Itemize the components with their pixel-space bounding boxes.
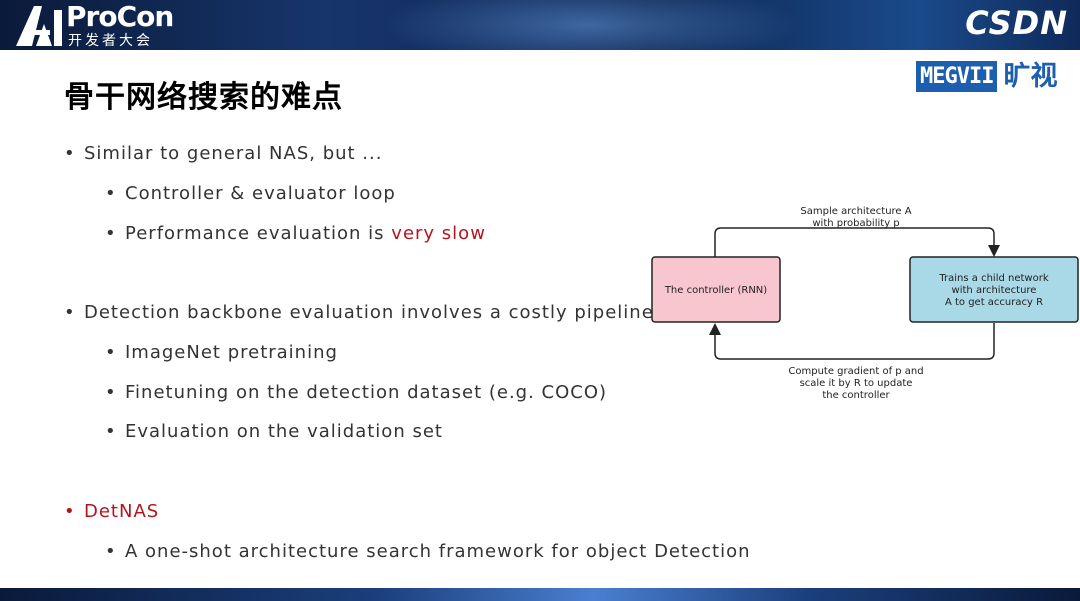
- megvii-logo-cn: 旷视: [1003, 61, 1058, 92]
- megvii-logo: MEGVII 旷视: [916, 61, 1057, 92]
- sample-arrow: [714, 227, 1000, 257]
- bullet-1-2-text: Performance evaluation is: [125, 223, 392, 244]
- bullet-dot: •: [105, 541, 117, 562]
- procon-brand-name: ProCon: [66, 0, 174, 33]
- child-label-line-2: with architecture: [952, 285, 1037, 296]
- child-label-line-3: A to get accuracy R: [945, 297, 1043, 308]
- megvii-logo-box: MEGVII: [916, 61, 998, 92]
- ai-logo-icon: [16, 6, 62, 46]
- bottom-label-line-1: Compute gradient of p and: [788, 366, 923, 377]
- nas-loop-diagram: The controller (RNN) Trains a child netw…: [651, 206, 1079, 401]
- bullet-3-1: • A one-shot architecture search framewo…: [105, 541, 751, 562]
- controller-label: The controller (RNN): [664, 285, 767, 296]
- bullet-dot: •: [64, 302, 76, 323]
- bottom-banner: [0, 588, 1080, 601]
- bullet-dot: •: [64, 501, 76, 522]
- bullet-2-2-text: Finetuning on the detection dataset (e.g…: [125, 382, 608, 403]
- bullet-1-1: • Controller & evaluator loop: [105, 183, 396, 204]
- bullet-3: • DetNAS: [64, 501, 160, 522]
- banner-glow: [380, 0, 800, 50]
- bullet-1-2: • Performance evaluation is very slow: [105, 223, 486, 244]
- bullet-1-text: Similar to general NAS, but ...: [84, 143, 383, 164]
- procon-subtitle: 开发者大会: [68, 33, 153, 49]
- bullet-dot: •: [105, 421, 117, 442]
- bottom-label-line-3: the controller: [822, 390, 890, 401]
- bullet-3-text: DetNAS: [84, 501, 160, 522]
- bullet-dot: •: [105, 223, 117, 244]
- top-label-line-2: with probability p: [812, 218, 899, 229]
- child-network-box: [909, 256, 1079, 323]
- bottom-label-line-2: scale it by R to update: [800, 378, 913, 389]
- bullet-2-1-text: ImageNet pretraining: [125, 342, 338, 363]
- bullet-dot: •: [105, 183, 117, 204]
- bullet-dot: •: [64, 143, 76, 164]
- bullet-dot: •: [105, 342, 117, 363]
- bullet-2-1: • ImageNet pretraining: [105, 342, 338, 363]
- bullet-2-2: • Finetuning on the detection dataset (e…: [105, 382, 608, 403]
- bullet-2-3: • Evaluation on the validation set: [105, 421, 443, 442]
- bullet-3-1-text: A one-shot architecture search framework…: [125, 541, 751, 562]
- very-slow-highlight: very slow: [391, 223, 486, 244]
- bullet-dot: •: [105, 382, 117, 403]
- gradient-arrow: [709, 323, 995, 360]
- bullet-1: • Similar to general NAS, but ...: [64, 143, 383, 164]
- controller-box: [651, 256, 781, 323]
- bullet-2-text: Detection backbone evaluation involves a…: [84, 302, 654, 323]
- top-label-line-1: Sample architecture A: [800, 206, 911, 217]
- slide-title: 骨干网络搜索的难点: [64, 80, 343, 115]
- bullet-1-1-text: Controller & evaluator loop: [125, 183, 396, 204]
- top-banner: ProCon 开发者大会 CSDN: [0, 0, 1080, 50]
- bullet-2: • Detection backbone evaluation involves…: [64, 302, 654, 323]
- csdn-logo: CSDN: [965, 4, 1068, 42]
- child-label-line-1: Trains a child network: [938, 273, 1048, 284]
- bullet-2-3-text: Evaluation on the validation set: [125, 421, 443, 442]
